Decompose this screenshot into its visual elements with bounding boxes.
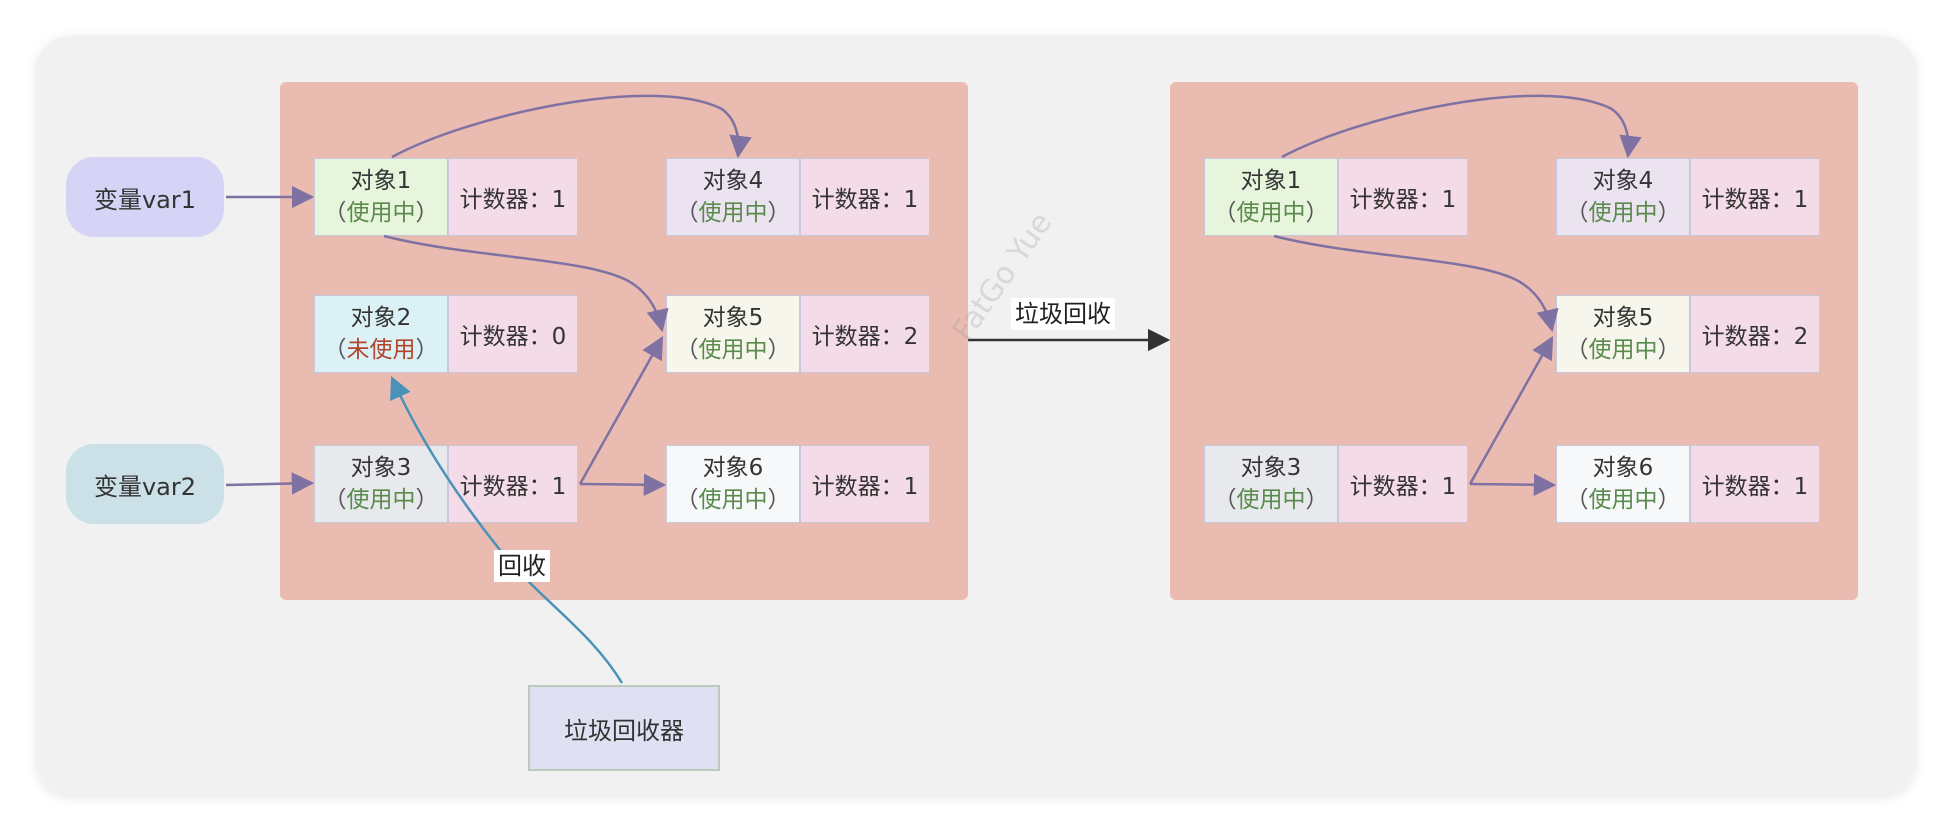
counter-4-after: 计数器：1 [1690, 158, 1820, 236]
object-state: （使用中） [1213, 200, 1329, 226]
counter-5-before: 计数器：2 [800, 295, 930, 373]
counter-1-before: 计数器：1 [448, 158, 578, 236]
object-state: （使用中） [675, 337, 791, 363]
object-state: （使用中） [1565, 200, 1681, 226]
object-6-before: 对象6 （使用中） [666, 445, 800, 523]
counter-3-before: 计数器：1 [448, 445, 578, 523]
object-6-after: 对象6 （使用中） [1556, 445, 1690, 523]
object-3-after: 对象3 （使用中） [1204, 445, 1338, 523]
edge-label-reclaim: 回收 [494, 550, 550, 582]
object-4-after: 对象4 （使用中） [1556, 158, 1690, 236]
object-name: 对象5 [702, 305, 764, 331]
object-name: 对象5 [1592, 305, 1654, 331]
counter-3-after: 计数器：1 [1338, 445, 1468, 523]
variable-var2: 变量var2 [66, 444, 224, 524]
edge-label-garbage-collection: 垃圾回收 [1011, 298, 1115, 330]
counter-5-after: 计数器：2 [1690, 295, 1820, 373]
object-4-before: 对象4 （使用中） [666, 158, 800, 236]
object-name: 对象6 [702, 455, 764, 481]
object-state: （使用中） [1565, 337, 1681, 363]
object-1-before: 对象1 （使用中） [314, 158, 448, 236]
object-name: 对象4 [702, 168, 764, 194]
object-state: （使用中） [675, 487, 791, 513]
object-state: （未使用） [323, 337, 439, 363]
counter-6-after: 计数器：1 [1690, 445, 1820, 523]
object-state: （使用中） [323, 200, 439, 226]
object-state: （使用中） [675, 200, 791, 226]
counter-1-after: 计数器：1 [1338, 158, 1468, 236]
counter-2-before: 计数器：0 [448, 295, 578, 373]
object-name: 对象6 [1592, 455, 1654, 481]
object-name: 对象3 [1240, 455, 1302, 481]
object-state: （使用中） [1565, 487, 1681, 513]
counter-6-before: 计数器：1 [800, 445, 930, 523]
counter-4-before: 计数器：1 [800, 158, 930, 236]
object-5-before: 对象5 （使用中） [666, 295, 800, 373]
object-name: 对象1 [1240, 168, 1302, 194]
object-5-after: 对象5 （使用中） [1556, 295, 1690, 373]
object-state: （使用中） [323, 487, 439, 513]
variable-var1: 变量var1 [66, 157, 224, 237]
object-name: 对象1 [350, 168, 412, 194]
object-name: 对象4 [1592, 168, 1654, 194]
garbage-collector-node: 垃圾回收器 [528, 685, 720, 771]
object-state: （使用中） [1213, 487, 1329, 513]
object-2-before: 对象2 （未使用） [314, 295, 448, 373]
object-name: 对象2 [350, 305, 412, 331]
object-1-after: 对象1 （使用中） [1204, 158, 1338, 236]
object-3-before: 对象3 （使用中） [314, 445, 448, 523]
object-name: 对象3 [350, 455, 412, 481]
